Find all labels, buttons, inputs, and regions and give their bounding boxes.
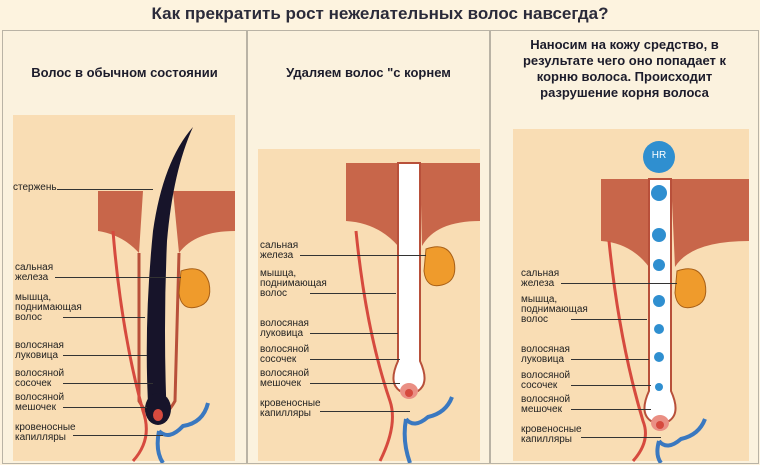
label-line: мышца,	[521, 294, 558, 305]
label-line: капилляры	[260, 408, 311, 419]
hr-drop-label: HR	[651, 150, 667, 161]
label-line: волосяной	[260, 344, 310, 355]
leader-line	[561, 283, 677, 284]
label-line: кровеносные	[521, 424, 582, 435]
label-line: сальная	[15, 262, 54, 273]
label-muscle: мышца, поднимающая волос	[260, 269, 327, 299]
label-follicle-sac: волосяной мешочек	[521, 395, 570, 415]
label-line: мешочек	[15, 402, 56, 413]
header-line: Наносим на кожу средство, в	[530, 37, 719, 52]
label-line: волосяной	[15, 392, 65, 403]
leader-line	[581, 437, 661, 438]
leader-line	[310, 333, 398, 334]
label-papilla: волосяной сосочек	[260, 345, 309, 365]
label-line: сальная	[521, 268, 560, 279]
label-line: железа	[260, 250, 294, 261]
product-follicle-illustration	[513, 129, 749, 463]
label-line: волосяная	[521, 344, 570, 355]
label-line: мешочек	[521, 404, 562, 415]
hr-drop-icon	[643, 141, 675, 173]
label-line: волосяная	[260, 318, 309, 329]
label-line: волос	[15, 312, 43, 323]
leader-line	[63, 355, 147, 356]
label-line: капилляры	[15, 432, 66, 443]
leader-line	[320, 411, 410, 412]
label-line: кровеносные	[260, 398, 321, 409]
leader-line	[310, 359, 400, 360]
label-capillaries: кровеносные капилляры	[15, 423, 76, 443]
label-sebaceous-gland: сальная железа	[15, 263, 53, 283]
label-line: мешочек	[260, 378, 301, 389]
label-line: поднимающая	[521, 304, 588, 315]
label-muscle: мышца, поднимающая волос	[15, 293, 82, 323]
hair-follicle-illustration	[13, 115, 235, 463]
leader-line	[63, 317, 145, 318]
label-capillaries: кровеносные капилляры	[260, 399, 321, 419]
label-hair-bulb: волосяная луковица	[521, 345, 570, 365]
panel-hair-removed: Удаляем волос "с корнем сальная железа м…	[247, 30, 490, 464]
label-hair-bulb: волосяная луковица	[260, 319, 309, 339]
label-papilla: волосяной сосочек	[521, 371, 570, 391]
label-follicle-sac: волосяной мешочек	[260, 369, 309, 389]
label-line: сальная	[260, 240, 299, 251]
label-line: мышца,	[15, 292, 52, 303]
leader-line	[63, 407, 147, 408]
label-muscle: мышца, поднимающая волос	[521, 295, 588, 325]
leader-line	[310, 293, 396, 294]
label-line: луковица	[521, 354, 565, 365]
label-line: железа	[15, 272, 49, 283]
label-line: волосяной	[521, 394, 571, 405]
leader-line	[571, 385, 651, 386]
label-sebaceous-gland: сальная железа	[521, 269, 559, 289]
empty-follicle-illustration	[258, 149, 480, 463]
leader-line	[571, 359, 649, 360]
label-line: волосяной	[15, 368, 65, 379]
label-line: луковица	[15, 350, 59, 361]
label-line: волос	[521, 314, 549, 325]
panel-product-applied: Наносим на кожу средство, в результате ч…	[490, 30, 759, 464]
label-line: сосочек	[521, 380, 558, 391]
leader-line	[310, 383, 400, 384]
label-line: луковица	[260, 328, 304, 339]
label-line: железа	[521, 278, 555, 289]
label-line: волосяной	[521, 370, 571, 381]
label-line: сосочек	[15, 378, 52, 389]
panel-header: Наносим на кожу средство, в результате ч…	[491, 37, 758, 101]
page-title: Как прекратить рост нежелательных волос …	[151, 4, 609, 23]
leader-line	[300, 255, 426, 256]
label-hair-bulb: волосяная луковица	[15, 341, 64, 361]
label-line: волос	[260, 288, 288, 299]
label-line: стержень	[13, 182, 57, 193]
label-sebaceous-gland: сальная железа	[260, 241, 298, 261]
label-shaft: стержень	[13, 183, 57, 193]
label-capillaries: кровеносные капилляры	[521, 425, 582, 445]
label-line: поднимающая	[260, 278, 327, 289]
label-line: сосочек	[260, 354, 297, 365]
leader-line	[57, 189, 153, 190]
label-papilla: волосяной сосочек	[15, 369, 64, 389]
label-line: мышца,	[260, 268, 297, 279]
label-line: кровеносные	[15, 422, 76, 433]
leader-line	[73, 435, 163, 436]
header-line: результате чего оно попадает к	[522, 53, 727, 68]
label-follicle-sac: волосяной мешочек	[15, 393, 64, 413]
leader-line	[55, 277, 181, 278]
leader-line	[571, 319, 647, 320]
panel-normal-hair: Волос в обычном состоянии стержень сальн…	[2, 30, 247, 464]
label-line: поднимающая	[15, 302, 82, 313]
leader-line	[63, 383, 153, 384]
label-line: волосяной	[260, 368, 310, 379]
header-line: корню волоса. Происходит	[536, 69, 713, 84]
panel-header: Удаляем волос "с корнем	[286, 65, 451, 80]
leader-line	[571, 409, 651, 410]
label-line: капилляры	[521, 434, 572, 445]
label-line: волосяная	[15, 340, 64, 351]
panel-header: Волос в обычном состоянии	[31, 65, 218, 80]
header-line: разрушение корня волоса	[540, 85, 709, 100]
